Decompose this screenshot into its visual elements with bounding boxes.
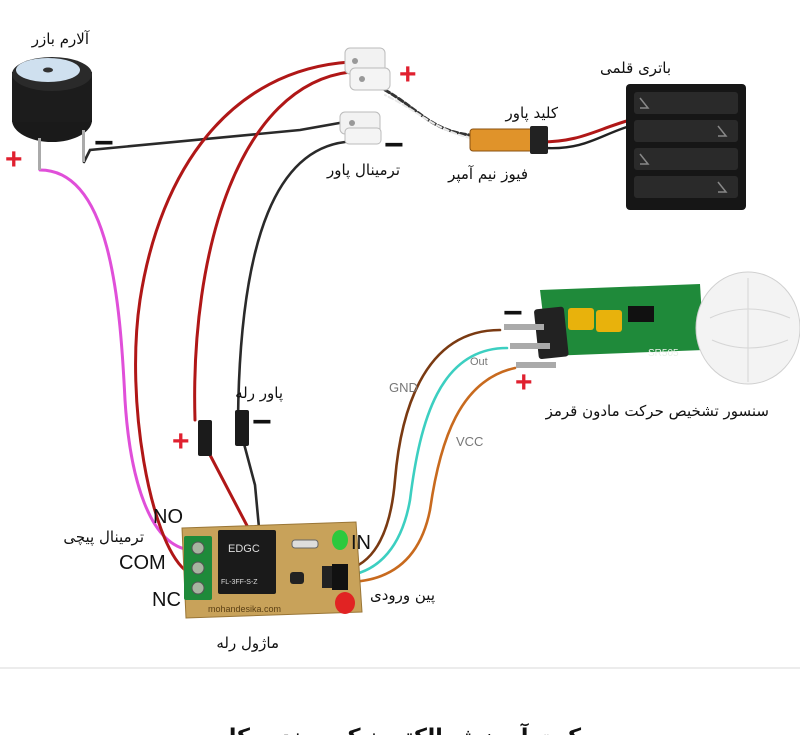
polarity-signs: + − + − − + + − bbox=[5, 58, 533, 458]
plus-sign-buzzer: + bbox=[5, 143, 23, 176]
minus-sign-terminal: − bbox=[384, 126, 404, 164]
minus-sign-sensor-gnd: − bbox=[503, 294, 523, 332]
black-wire-relay-ground bbox=[236, 140, 347, 422]
plus-sign-relay-power: + bbox=[172, 425, 190, 458]
orange-wire-vcc bbox=[343, 366, 517, 584]
cyan-wire-out bbox=[343, 346, 509, 578]
battery-label: باتری قلمی bbox=[600, 59, 671, 77]
power-terminal-block bbox=[339, 47, 391, 145]
pir-sensor: SR505 bbox=[504, 271, 800, 385]
input-pins-label: پین ورودی bbox=[370, 586, 435, 605]
plus-sign-terminal: + bbox=[399, 58, 417, 91]
screw-terminal-label: ترمینال پیچی bbox=[63, 528, 144, 547]
board-site-label: mohandesika.com bbox=[208, 604, 281, 614]
switch-to-battery-wire-black bbox=[543, 124, 632, 150]
out-label: Out bbox=[470, 356, 488, 368]
fuse-label: فیوز نیم آمپر bbox=[447, 165, 528, 184]
sensor-model-label: SR505 bbox=[648, 348, 679, 359]
power-switch bbox=[469, 126, 548, 154]
power-terminal-label: ترمینال پاور bbox=[326, 161, 400, 180]
relay-module: EDGC FL-3FF-S-Z mohandesika.com bbox=[181, 410, 363, 619]
plus-sign-sensor-vcc: + bbox=[515, 366, 533, 399]
buzzer-label: آلارم بازر bbox=[31, 30, 90, 48]
relay-model: FL-3FF-S-Z bbox=[221, 579, 258, 586]
minus-sign-relay-power: − bbox=[252, 403, 272, 441]
no-label: NO bbox=[153, 506, 183, 528]
relay-brand: EDGC bbox=[228, 543, 260, 555]
in-label: IN bbox=[351, 532, 371, 554]
buzzer bbox=[12, 57, 92, 170]
red-wire-relay-power bbox=[193, 70, 352, 422]
green-led bbox=[332, 530, 348, 550]
labels: آلارم بازر باتری قلمی کلید پاور فیوز نیم… bbox=[31, 30, 769, 652]
red-wire-main bbox=[134, 60, 352, 572]
relay-module-label: ماژول رله bbox=[216, 634, 279, 652]
wires bbox=[38, 60, 632, 584]
twisted-wire-white bbox=[384, 94, 471, 139]
footer-title: کیت آموزش الکترونیک مهندسیکا bbox=[229, 722, 581, 735]
minus-sign-buzzer: − bbox=[94, 124, 114, 162]
com-label: COM bbox=[119, 552, 166, 574]
relay-cube bbox=[218, 530, 276, 594]
power-key-label: کلید پاور bbox=[504, 104, 558, 123]
relay-power-label: پاور رله bbox=[235, 384, 283, 403]
nc-label: NC bbox=[152, 589, 181, 611]
pir-sensor-label: سنسور تشخیص حرکت مادون قرمز bbox=[545, 402, 769, 420]
brown-wire-gnd bbox=[343, 328, 502, 572]
gnd-label: GND bbox=[389, 380, 418, 395]
buzzer-negative-wire bbox=[82, 120, 347, 164]
switch-to-battery-wire-red bbox=[538, 118, 632, 144]
battery-holder bbox=[626, 84, 746, 210]
red-led bbox=[335, 592, 355, 614]
vcc-label: VCC bbox=[456, 434, 483, 449]
magenta-wire bbox=[38, 168, 192, 552]
input-pin-header bbox=[332, 564, 348, 590]
